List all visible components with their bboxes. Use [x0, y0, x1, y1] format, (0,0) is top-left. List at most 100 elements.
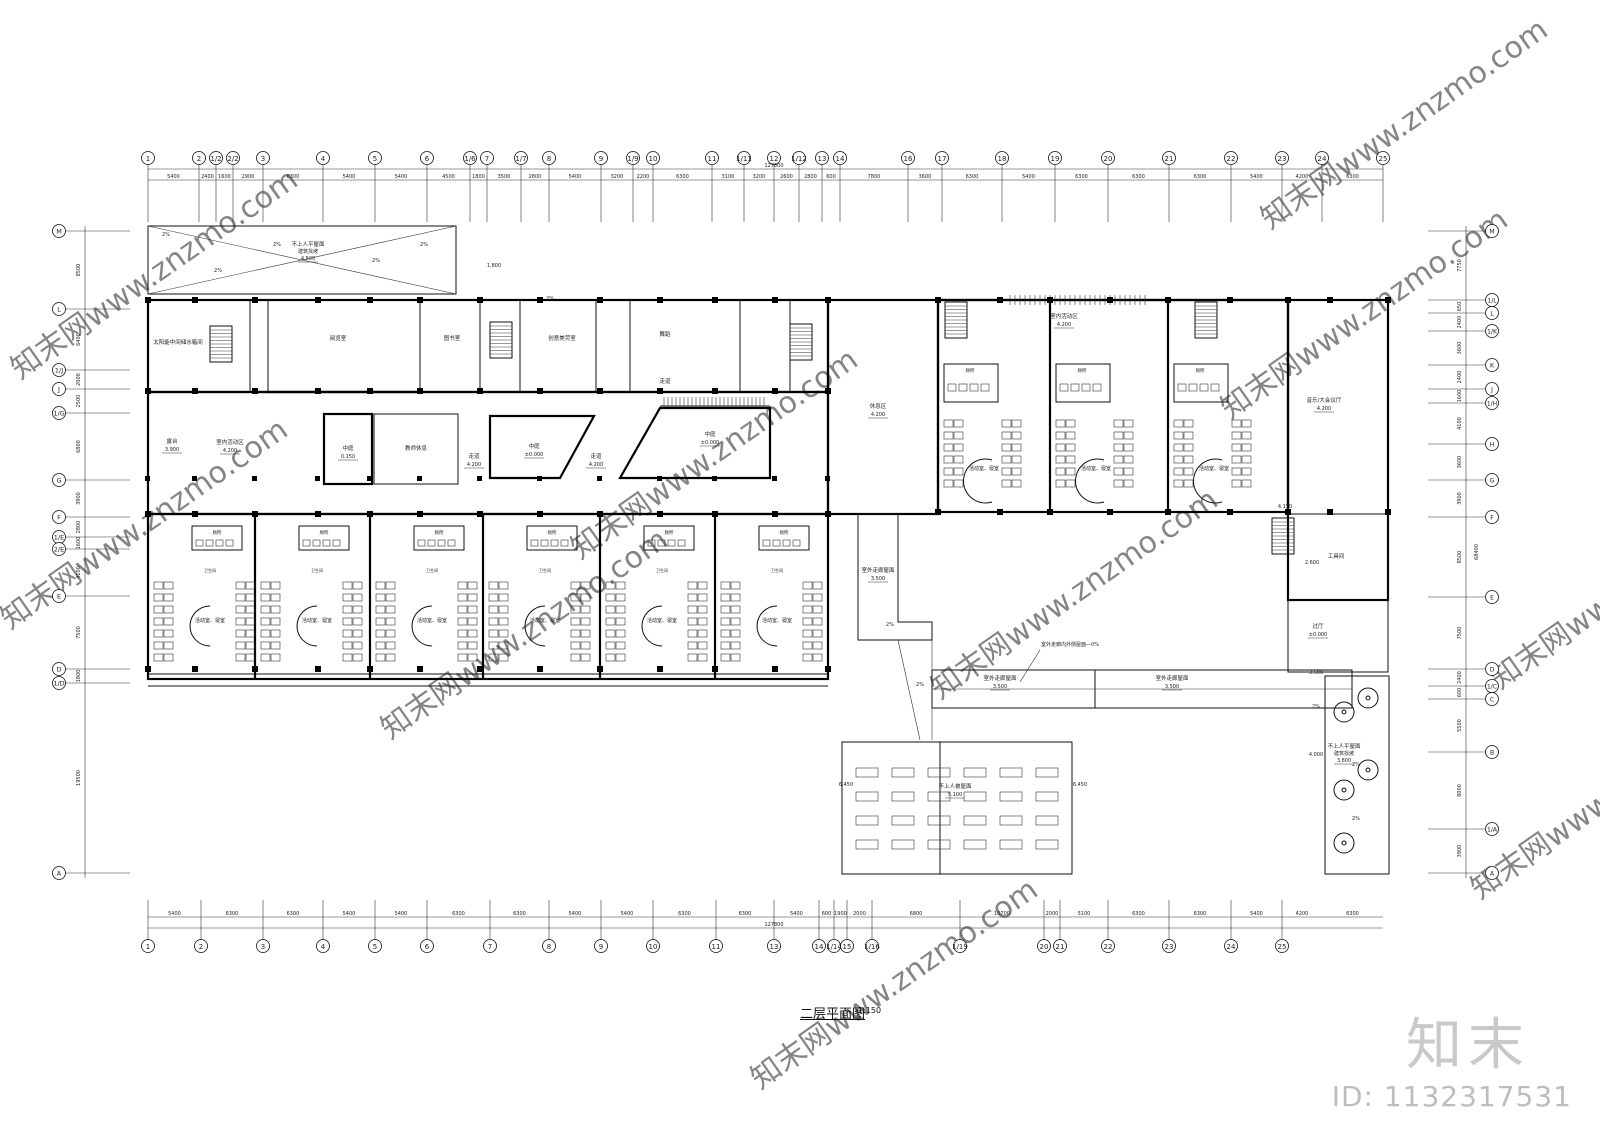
grid-label-top: 10 [649, 155, 658, 163]
bed [352, 593, 363, 602]
skylight [1035, 767, 1059, 778]
grid-bubble [514, 151, 528, 165]
bed [375, 641, 386, 650]
teaching-room-outline [373, 413, 459, 485]
bed [812, 617, 823, 626]
bed [580, 581, 591, 590]
classroom-label: 活动室、寝室 [647, 617, 677, 624]
column [1047, 297, 1053, 303]
grid-bubble [1485, 437, 1499, 451]
grid-label-top: 22 [1227, 155, 1236, 163]
grid-bubble [192, 151, 206, 165]
grid-bubble [368, 151, 382, 165]
bed [1241, 455, 1252, 464]
column [1285, 297, 1291, 303]
vent-core [1365, 695, 1371, 701]
fixture [772, 539, 781, 547]
dimension-right: 2400 [1457, 371, 1463, 384]
wc-label: 卫生间 [204, 567, 216, 573]
toilet-label: 厕所 [1078, 367, 1087, 374]
bed [570, 617, 581, 626]
grid-bubble [256, 151, 270, 165]
dimension-top: 6300 [676, 174, 689, 180]
dimension-right: 2400 [1457, 671, 1463, 684]
fixture [205, 539, 214, 547]
grid-bubble [1485, 866, 1499, 880]
column [537, 297, 543, 303]
skylight [999, 767, 1023, 778]
bed [235, 593, 246, 602]
column [1385, 509, 1391, 515]
room-label-dance: 舞蹈 [659, 330, 671, 338]
bed [1123, 479, 1134, 488]
dimension-bottom: 6300 [287, 911, 300, 917]
dimension-bottom: 6300 [513, 911, 526, 917]
column [1047, 509, 1053, 515]
column [1285, 509, 1291, 515]
grid-label-top: 13 [818, 155, 827, 163]
bed [352, 617, 363, 626]
bed [687, 581, 698, 590]
bed [943, 443, 954, 452]
grid-bubble [316, 151, 330, 165]
column [712, 666, 718, 672]
outdoor-corridor-a [857, 513, 933, 641]
grid-label-bottom: 1/14 [826, 943, 842, 951]
bed [1113, 443, 1124, 452]
column [772, 666, 778, 672]
bed [375, 617, 386, 626]
fixture [1070, 383, 1080, 392]
room-label-solar: 太阳能中间储水箱间 [153, 338, 203, 346]
grid-bubble [1485, 692, 1499, 706]
room-level-indoor-a: 4.200 [223, 448, 237, 454]
grid-label-bottom: 23 [1165, 943, 1174, 951]
bed [153, 581, 164, 590]
fixture [540, 539, 549, 547]
skylight [1035, 815, 1059, 826]
vent-core [1341, 709, 1347, 715]
fixture [667, 539, 676, 547]
grid-label-left: L [57, 306, 61, 314]
room-label-rest: 休息区 [870, 402, 887, 410]
dimension-top: 6300 [287, 174, 300, 180]
bed [153, 629, 164, 638]
grid-bubble [463, 151, 477, 165]
bed [1241, 419, 1252, 428]
bed [802, 605, 813, 614]
dimension-top: 2400 [201, 174, 214, 180]
dimension-top: 3200 [753, 174, 766, 180]
column [657, 666, 663, 672]
activity-circle [411, 605, 433, 647]
room-label-outdoor-a: 室外走廊屋面 [861, 566, 895, 574]
bed [342, 653, 353, 662]
vent-circle [1333, 779, 1355, 801]
toilet-label: 厕所 [665, 529, 674, 536]
column [537, 476, 542, 481]
column [252, 511, 258, 517]
bed [375, 581, 386, 590]
grid-label-top: 5 [373, 155, 377, 163]
fixture [782, 539, 791, 547]
bed [260, 593, 271, 602]
grid-label-bottom: 22 [1104, 943, 1113, 951]
grid-label-right: L [1490, 311, 1494, 318]
bed [1113, 419, 1124, 428]
hall-wall [1287, 599, 1389, 673]
dimension-left: 1800 [76, 670, 82, 683]
bed [235, 641, 246, 650]
dimension-left: 3900 [76, 492, 82, 505]
grid-bubble [52, 676, 66, 690]
fixture [958, 383, 968, 392]
fixture [762, 539, 771, 547]
bed [375, 653, 386, 662]
slope-mark: 2% [1352, 816, 1360, 822]
slope-mark: 2% [916, 682, 924, 688]
bed [943, 419, 954, 428]
wc-box [1173, 363, 1229, 403]
grid-bubble [52, 382, 66, 396]
roof-block-right [1324, 675, 1390, 875]
column [315, 511, 321, 517]
dimension-left: 8500 [76, 264, 82, 277]
wc-box [643, 525, 695, 551]
wc-box [758, 525, 810, 551]
